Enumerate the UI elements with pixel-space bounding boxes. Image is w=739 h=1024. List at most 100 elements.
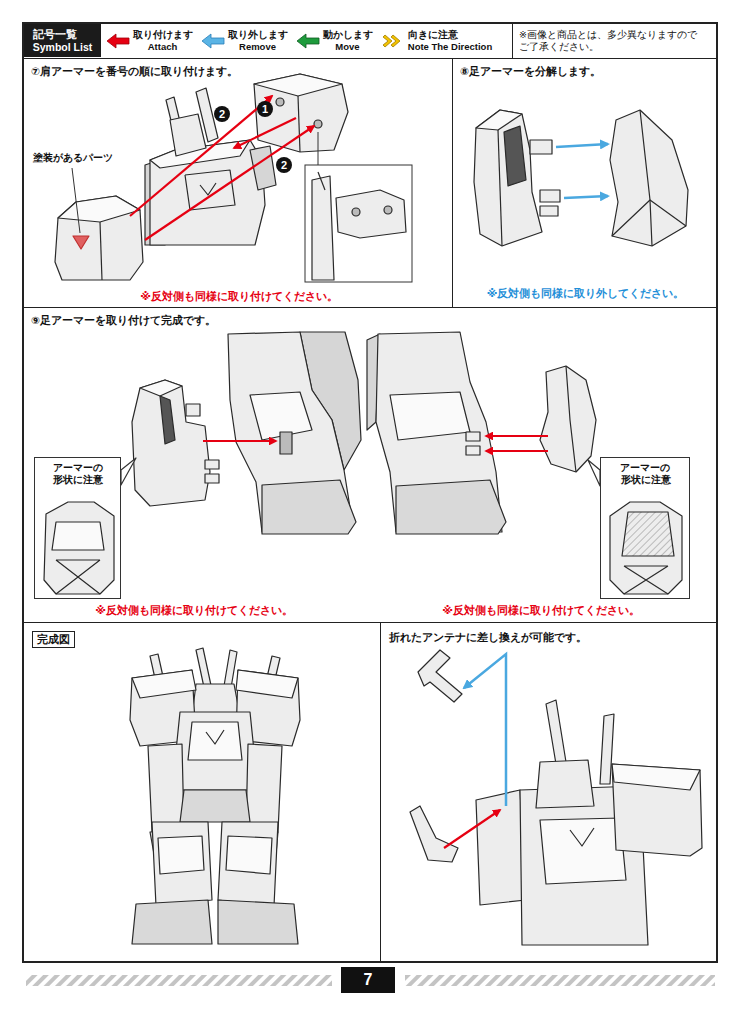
- illustration-part: [540, 206, 558, 216]
- illustration-part: [73, 236, 89, 249]
- illustration-part: [132, 900, 212, 944]
- step-title: ⑧足アーマーを分解します。: [460, 65, 601, 78]
- illustration-part: [145, 126, 314, 240]
- illustration-part: [140, 380, 182, 396]
- illustration-part: [530, 140, 552, 154]
- legend-text: 取り付けます Attach: [132, 29, 193, 52]
- illustration-part: [72, 168, 80, 233]
- illustration-part: [474, 110, 688, 246]
- symbol-list-label: 記号一覧 Symbol List: [24, 24, 101, 57]
- illustration-part: [130, 96, 272, 216]
- illustration-part: [405, 975, 715, 986]
- illustration-part: [52, 522, 104, 550]
- illustration-part: [276, 98, 284, 106]
- illustration-part: [336, 190, 406, 238]
- attach-note: ※反対側も同様に取り付けてください。: [442, 604, 640, 617]
- illustration-part: [234, 118, 296, 148]
- illustration-part: [624, 566, 668, 594]
- step-panel: ⑨足アーマーを取り付けて完成です。※反対側も同様に取り付けてください。※反対側も…: [23, 307, 717, 623]
- callout-box: アーマーの 形状に注意: [34, 457, 121, 599]
- illustration-part: [280, 432, 292, 454]
- legend-symbol: [202, 34, 224, 48]
- illustration-part: [318, 172, 325, 190]
- illustration-part: [203, 440, 276, 442]
- illustration-part: [546, 700, 566, 764]
- attach-note: ※反対側も同様に取り付けてください。: [95, 604, 293, 617]
- illustration-part: [148, 744, 184, 832]
- callout-text: アーマーの 形状に注意: [620, 462, 672, 486]
- illustration-part: [474, 110, 542, 246]
- illustration-part: [55, 74, 348, 280]
- illustration-part: [100, 222, 102, 280]
- legend-swatch: [106, 33, 130, 49]
- illustration-part: [236, 670, 298, 698]
- illustration-part: [185, 170, 235, 210]
- step-panel: ⑦肩アーマーを番号の順に取り付けます。※反対側も同様に取り付けてください。: [23, 58, 453, 308]
- illustration-part: [218, 822, 278, 906]
- illustration-part: [486, 436, 548, 451]
- illustration-part: [610, 502, 682, 594]
- antenna-panel: 折れたアンテナに差し換えが可能です。: [380, 622, 717, 962]
- illustration-part: [44, 332, 361, 594]
- illustration-part: [121, 458, 136, 485]
- illustration-part: [444, 810, 500, 848]
- illustration-part: [466, 446, 480, 455]
- callout-number: 2: [276, 157, 292, 173]
- illustration-part: [132, 380, 210, 506]
- illustration-part: [262, 480, 356, 534]
- illustration-part: [476, 110, 522, 130]
- illustration-part: [130, 648, 300, 944]
- illustration-part: [55, 196, 143, 280]
- illustration-part: [26, 975, 332, 986]
- illustration-part: [170, 114, 206, 156]
- illustration-part: [192, 684, 240, 716]
- illustration-part: [44, 502, 114, 594]
- illustration-part: [318, 132, 319, 165]
- legend-symbol: [297, 34, 319, 48]
- legend-text: 取り外します Remove: [227, 29, 288, 52]
- callout-number: 2: [214, 106, 230, 122]
- legend-text: 動かします Move: [322, 29, 373, 52]
- illustration-part: [226, 836, 272, 874]
- illustration-part: [566, 366, 576, 472]
- illustration-part: [486, 450, 548, 452]
- legend-swatch: [201, 33, 225, 49]
- illustration-part: [250, 146, 276, 190]
- symbol-list-title: 記号一覧 Symbol List: [32, 28, 93, 53]
- illustration-part: [418, 650, 462, 702]
- illustration-part: [352, 208, 360, 216]
- illustration-part: [410, 650, 702, 945]
- attach-note: ※反対側も同様に取り付けてください。: [140, 290, 338, 303]
- illustration-part: [612, 200, 686, 236]
- part-label: 塗装があるパーツ: [33, 152, 113, 163]
- illustration-part: [58, 196, 140, 222]
- illustration-part: [314, 120, 322, 128]
- illustration-part: [305, 165, 412, 282]
- illustration-part: [396, 480, 506, 534]
- callout-box: アーマーの 形状に注意: [600, 457, 690, 599]
- illustration-part: [130, 96, 314, 240]
- step-panel: ⑧足アーマーを分解します。※反対側も同様に取り外してください。: [452, 58, 717, 308]
- illustration-part: [622, 512, 674, 556]
- page-number-box: 7: [341, 967, 395, 993]
- illustration-part: [556, 144, 608, 198]
- illustration-part: [612, 764, 700, 790]
- illustration-part: [570, 828, 594, 846]
- step-title: 折れたアンテナに差し換えが可能です。: [389, 631, 587, 644]
- illustration-part: [312, 176, 334, 280]
- illustration-part: [540, 190, 560, 202]
- illustration-part: [188, 722, 242, 760]
- illustration-part: [610, 110, 688, 246]
- illustration-part: [298, 96, 300, 152]
- illustration-part: [540, 818, 626, 884]
- illustration-part: [588, 460, 600, 486]
- illustration-part: [172, 712, 258, 790]
- page-number: 7: [364, 970, 373, 989]
- illustration-part: [600, 714, 614, 784]
- illustration-part: [56, 560, 100, 594]
- illustration-part: [504, 126, 526, 186]
- legend-swatch: [381, 33, 405, 49]
- illustration-part: [158, 836, 204, 874]
- illustration-part: [206, 730, 224, 744]
- illustration-part: [466, 432, 480, 441]
